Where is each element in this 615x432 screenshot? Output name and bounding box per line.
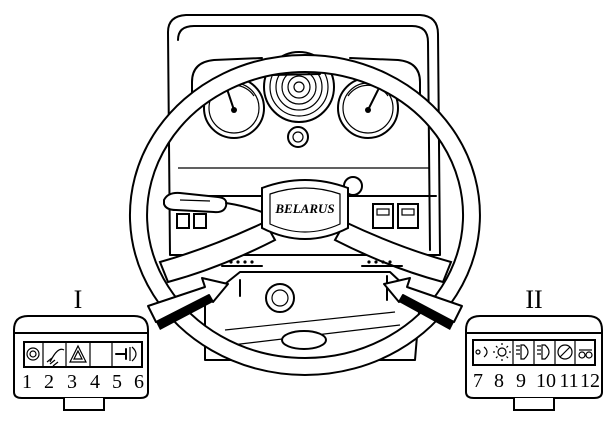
beam-icon xyxy=(46,348,65,367)
hazard-warning-icon xyxy=(69,344,87,363)
indicator-number: 1 xyxy=(22,371,32,393)
brand-label: BELARUS xyxy=(274,201,334,216)
rotating-beacon-icon xyxy=(557,344,573,360)
light-stalk-switch[interactable] xyxy=(163,191,263,229)
left-warning-panel xyxy=(13,315,149,411)
glow-plug-icon xyxy=(115,348,127,360)
right-indicator-row xyxy=(361,260,403,267)
indicator-number: 6 xyxy=(134,371,144,393)
trailer-icon xyxy=(578,349,593,359)
indicator-number: 7 xyxy=(473,370,483,392)
indicator-number: 8 xyxy=(494,370,504,392)
panel-ii-label: II xyxy=(525,285,542,314)
indicator-number: 11 xyxy=(559,370,578,392)
steering-wheel xyxy=(128,54,481,376)
indicator-number: 4 xyxy=(90,371,100,393)
side-light-icon xyxy=(475,346,488,358)
indicator-number: 12 xyxy=(580,370,600,392)
headlight-icon xyxy=(129,346,137,362)
front-lamp-icon xyxy=(516,344,529,360)
indicator-number: 5 xyxy=(112,371,122,393)
right-pointer-arrow xyxy=(383,277,463,330)
tail-lamp-icon xyxy=(537,344,550,360)
left-pointer-arrow xyxy=(147,277,229,330)
center-knob xyxy=(287,126,309,148)
parking-light-icon xyxy=(26,347,40,361)
work-light-icon xyxy=(493,343,511,361)
panel-i-label: I xyxy=(74,285,83,314)
indicator-number: 9 xyxy=(516,370,526,392)
indicator-number: 10 xyxy=(536,370,556,392)
indicator-number: 3 xyxy=(67,371,77,393)
rocker-switch-block[interactable] xyxy=(372,203,419,229)
indicator-number: 2 xyxy=(44,371,54,393)
steering-column xyxy=(204,271,421,361)
left-indicator-row xyxy=(221,260,263,267)
